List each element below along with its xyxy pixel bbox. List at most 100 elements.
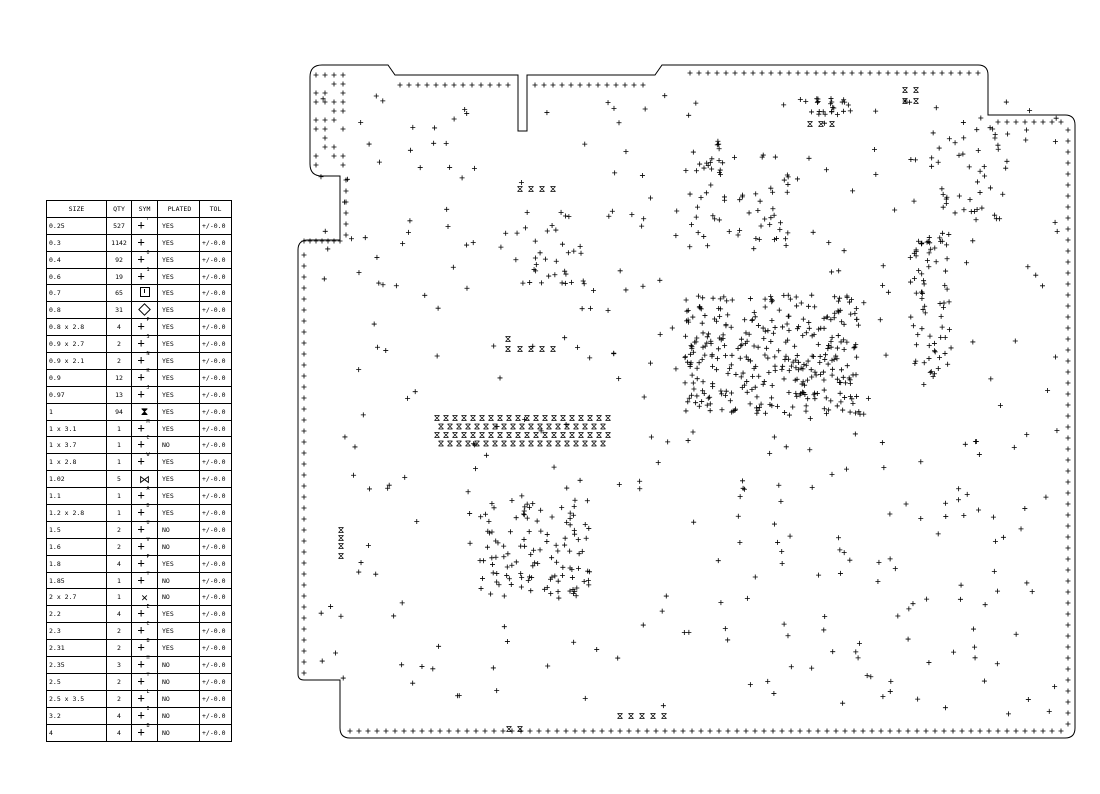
drill-hole-mark xyxy=(1065,644,1071,650)
drill-hole-mark-1mm xyxy=(829,121,835,127)
drill-hole-mark xyxy=(792,343,798,349)
drill-hole-mark xyxy=(301,648,307,654)
drill-hole-mark xyxy=(482,728,488,734)
drill-hole-mark xyxy=(1024,127,1030,133)
drill-hole-mark xyxy=(835,298,841,304)
cell-tol: +/-0.0 xyxy=(199,639,232,658)
drill-hole-mark xyxy=(519,575,525,581)
drill-hole-mark xyxy=(813,70,819,76)
drill-hole-mark xyxy=(768,215,774,221)
drill-hole-mark xyxy=(995,728,1001,734)
drill-hole-mark xyxy=(343,210,349,216)
drill-hole-mark xyxy=(1040,728,1046,734)
drill-hole-mark xyxy=(700,379,706,385)
drill-hole-mark xyxy=(735,513,741,519)
drill-hole-mark xyxy=(747,296,753,302)
drill-hole-mark xyxy=(744,595,750,601)
drill-hole-mark xyxy=(941,728,947,734)
drill-hole-mark xyxy=(997,403,1003,409)
drill-hole-mark xyxy=(702,313,708,319)
drill-hole-mark xyxy=(397,82,403,88)
drill-hole-mark xyxy=(952,210,958,216)
drill-hole-mark xyxy=(939,238,945,244)
drill-hole-mark xyxy=(974,179,980,185)
drill-hole-mark xyxy=(759,154,765,160)
drill-hole-mark xyxy=(802,382,808,388)
drill-hole-mark xyxy=(331,117,337,123)
drill-hole-mark xyxy=(932,728,938,734)
drill-hole-mark xyxy=(704,160,710,166)
drill-hole-mark xyxy=(907,255,913,261)
drill-hole-mark xyxy=(828,338,834,344)
drill-hole-mark xyxy=(1013,119,1019,125)
drill-hole-mark xyxy=(301,329,307,335)
drill-hole-mark xyxy=(967,197,973,203)
drill-hole-mark-1mm xyxy=(497,432,503,438)
drill-hole-mark xyxy=(488,591,494,597)
drill-hole-mark xyxy=(522,417,528,423)
drill-hole-mark-1mm xyxy=(470,432,476,438)
drill-hole-mark xyxy=(732,70,738,76)
drill-hole-mark-1mm xyxy=(537,440,543,447)
drill-hole-mark xyxy=(657,331,663,337)
drill-hole-mark xyxy=(301,285,307,291)
drill-hole-mark xyxy=(587,305,593,311)
drill-hole-mark xyxy=(957,596,963,602)
drill-hole-mark xyxy=(504,572,510,578)
drill-hole-mark xyxy=(720,160,726,166)
drill-hole-mark xyxy=(583,535,589,541)
drill-hole-mark xyxy=(710,295,716,301)
drill-hole-mark xyxy=(769,298,775,304)
drill-hole-mark-1mm xyxy=(434,432,440,438)
drill-hole-mark xyxy=(928,246,934,252)
drill-hole-mark xyxy=(696,70,702,76)
drill-hole-mark xyxy=(686,629,692,635)
drill-hole-mark xyxy=(556,595,562,601)
drill-hole-mark xyxy=(761,336,767,342)
drill-hole-mark xyxy=(737,197,743,203)
drill-hole-mark xyxy=(850,188,856,194)
drill-hole-mark xyxy=(800,389,806,395)
drill-hole-mark xyxy=(484,544,490,550)
drill-hole-mark-1mm xyxy=(447,440,453,447)
drill-hole-mark xyxy=(313,117,319,123)
drill-hole-mark xyxy=(301,439,307,445)
drill-hole-mark xyxy=(906,606,912,612)
drill-hole-mark xyxy=(921,70,927,76)
drill-hole-mark xyxy=(660,703,666,709)
drill-hole-mark xyxy=(385,485,391,491)
drill-hole-mark xyxy=(784,321,790,327)
drill-hole-mark xyxy=(683,297,689,303)
drill-hole-mark xyxy=(772,354,778,360)
drill-hole-mark xyxy=(565,250,571,256)
drill-hole-mark xyxy=(605,307,611,313)
drill-hole-mark-1mm xyxy=(600,423,606,430)
drill-hole-mark xyxy=(776,348,782,354)
drill-hole-mark xyxy=(847,409,853,415)
drill-hole-mark xyxy=(776,307,782,313)
drill-hole-mark xyxy=(694,376,700,382)
drill-hole-mark xyxy=(927,369,933,375)
drill-hole-mark xyxy=(714,356,720,362)
drill-hole-mark xyxy=(759,70,765,76)
drill-hole-mark xyxy=(735,345,741,351)
drill-hole-mark-1mm xyxy=(452,415,458,421)
drill-hole-mark xyxy=(921,281,927,287)
drill-hole-mark xyxy=(834,345,840,351)
drill-hole-mark xyxy=(366,141,372,147)
drill-hole-mark xyxy=(301,516,307,522)
drill-hole-mark xyxy=(1065,534,1071,540)
drill-hole-mark xyxy=(805,396,811,402)
drill-hole-mark xyxy=(887,688,893,694)
drill-hole-mark xyxy=(1024,580,1030,586)
drill-hole-mark xyxy=(836,309,842,315)
drill-hole-mark xyxy=(689,222,695,228)
drill-hole-mark xyxy=(810,229,816,235)
drill-hole-mark xyxy=(501,543,507,549)
drill-symbol-icon: +E xyxy=(137,604,150,621)
drill-hole-mark-1mm xyxy=(479,432,485,438)
drill-hole-mark xyxy=(685,317,691,323)
drill-hole-mark xyxy=(320,96,326,102)
drill-hole-mark xyxy=(687,244,693,250)
